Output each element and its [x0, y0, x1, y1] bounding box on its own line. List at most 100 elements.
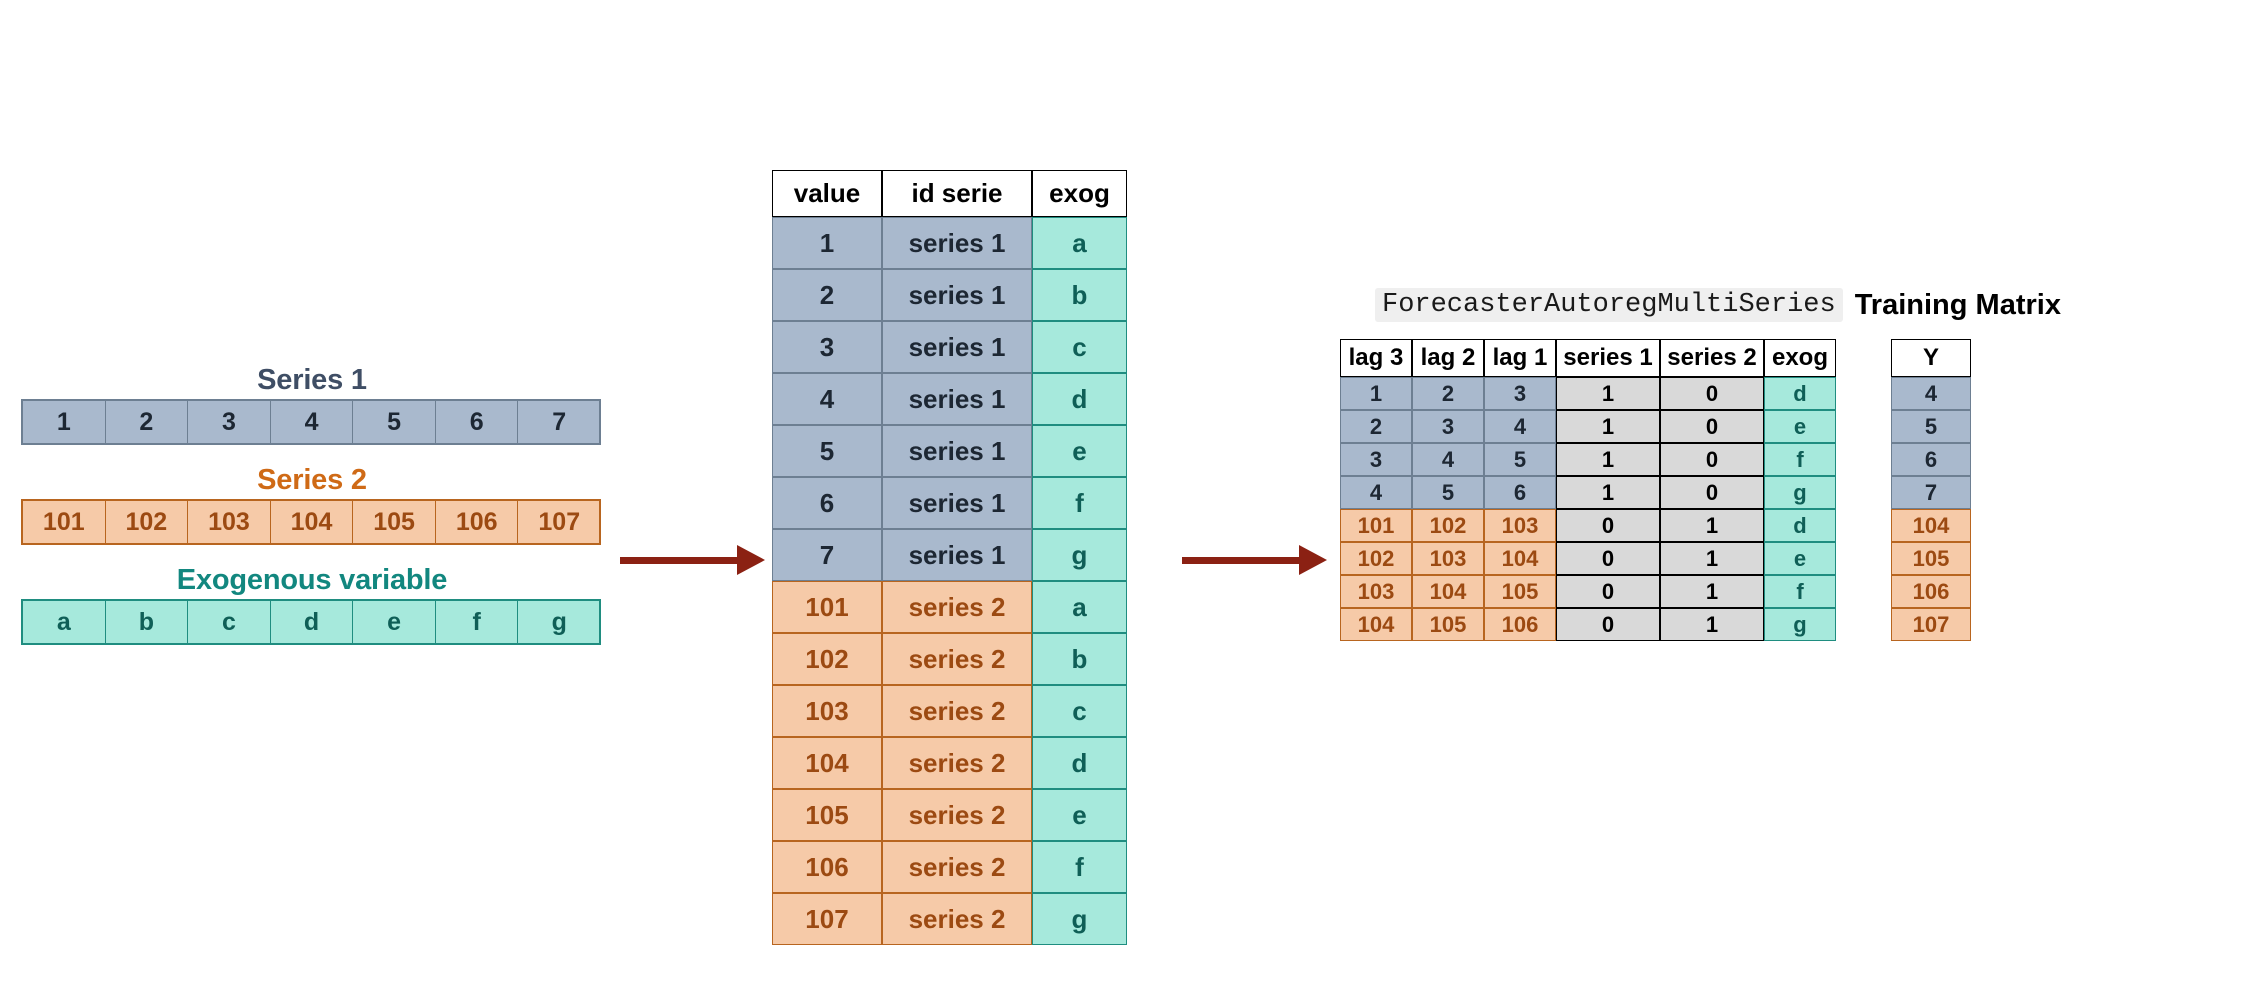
cell-series-1: 0 [1556, 542, 1660, 575]
table-header: Y [1891, 339, 1971, 377]
table-cell: series 1 [882, 477, 1032, 529]
table-cell: 103 [1412, 542, 1484, 575]
cell-exog: f [1764, 575, 1836, 608]
cell-y-value: 107 [1891, 608, 1971, 641]
table-header-row: Y [1891, 339, 1971, 377]
cell-id-serie: series 1 [882, 321, 1032, 373]
cell-lag-2: 2 [1412, 377, 1484, 410]
cell-exog: c [1032, 685, 1127, 737]
table-cell: 4 [1412, 443, 1484, 476]
cell-value: 1 [772, 217, 882, 269]
table-cell: 107 [1891, 608, 1971, 641]
arrow-shaft [620, 556, 739, 564]
table-cell: 5 [1484, 443, 1556, 476]
exogenous-cell: b [104, 600, 189, 644]
exogenous-cell: d [269, 600, 354, 644]
cell-y-value: 104 [1891, 509, 1971, 542]
table-cell: 4 [1891, 377, 1971, 410]
series-2-cell: 107 [517, 500, 602, 544]
table-cell: d [1764, 377, 1836, 410]
cell-lag-3: 102 [1340, 542, 1412, 575]
table-row: 107 [1891, 608, 1971, 641]
table-cell: 103 [1340, 575, 1412, 608]
column-header-exog: exog [1764, 339, 1836, 377]
table-cell: 2 [772, 269, 882, 321]
cell-exog: g [1764, 476, 1836, 509]
arrow-head [737, 545, 765, 575]
table-cell: series 1 [1556, 339, 1660, 377]
cell-value: 107 [772, 893, 882, 945]
table-cell: 3 [1412, 410, 1484, 443]
cell-value: 4 [772, 373, 882, 425]
table-cell: 101 [1340, 509, 1412, 542]
cell-exog: g [1764, 608, 1836, 641]
series-2-cell: 102 [104, 500, 189, 544]
arrow-head [1299, 545, 1327, 575]
cell-lag-1: 3 [1484, 377, 1556, 410]
table-cell: e [1764, 542, 1836, 575]
table-cell: 102 [1340, 542, 1412, 575]
table-cell: lag 2 [1412, 339, 1484, 377]
table-cell: 105 [1412, 608, 1484, 641]
table-cell: 3 [1484, 377, 1556, 410]
series-2-title: Series 2 [257, 464, 367, 496]
table-cell: series 2 [882, 633, 1032, 685]
table-cell: 104 [772, 737, 882, 789]
cell-lag-2: 105 [1412, 608, 1484, 641]
table-cell: 1 [1556, 476, 1660, 509]
column-header-series-1: series 1 [1556, 339, 1660, 377]
cell-series-2: 1 [1660, 575, 1764, 608]
table-cell: d [1032, 737, 1127, 789]
cell-series-2: 0 [1660, 410, 1764, 443]
cell-lag-3: 103 [1340, 575, 1412, 608]
table-cell: 5 [772, 425, 882, 477]
table-cell: 101 [772, 581, 882, 633]
cell-value: 103 [772, 685, 882, 737]
cell-exog: e [1032, 425, 1127, 477]
table-cell: 5 [1891, 410, 1971, 443]
cell-series-2: 0 [1660, 377, 1764, 410]
table-cell: e [1032, 789, 1127, 841]
spacer [22, 544, 602, 560]
table-cell: e [1032, 425, 1127, 477]
cell-series-1: 1 [1556, 410, 1660, 443]
cell-series-1: 0 [1556, 608, 1660, 641]
table-cell: id serie [882, 170, 1032, 217]
cell-id-serie: series 1 [882, 217, 1032, 269]
cell-series-1: 0 [1556, 509, 1660, 542]
table-cell: 6 [772, 477, 882, 529]
series-2-cell: 104 [269, 500, 354, 544]
table-cell: 0 [1556, 509, 1660, 542]
table-cell: 104 [1412, 575, 1484, 608]
column-header-lag-1: lag 1 [1484, 339, 1556, 377]
exogenous-cell: a [22, 600, 106, 644]
table-cell: 1 [1556, 410, 1660, 443]
table-cell: 3 [772, 321, 882, 373]
table-cell: 5 [1412, 476, 1484, 509]
table-row: 106 [1891, 575, 1971, 608]
series-1-cell: 2 [104, 400, 189, 444]
table-cell: 103 [1484, 509, 1556, 542]
cell-lag-3: 3 [1340, 443, 1412, 476]
cell-id-serie: series 2 [882, 789, 1032, 841]
table-cell: 106 [1891, 575, 1971, 608]
cell-id-serie: series 2 [882, 893, 1032, 945]
table-cell: 106 [1484, 608, 1556, 641]
cell-value: 105 [772, 789, 882, 841]
cell-value: 106 [772, 841, 882, 893]
cell-lag-2: 104 [1412, 575, 1484, 608]
cell-series-1: 1 [1556, 476, 1660, 509]
forecaster-class-name: ForecasterAutoregMultiSeries [1375, 288, 1843, 322]
cell-lag-3: 4 [1340, 476, 1412, 509]
cell-id-serie: series 2 [882, 841, 1032, 893]
